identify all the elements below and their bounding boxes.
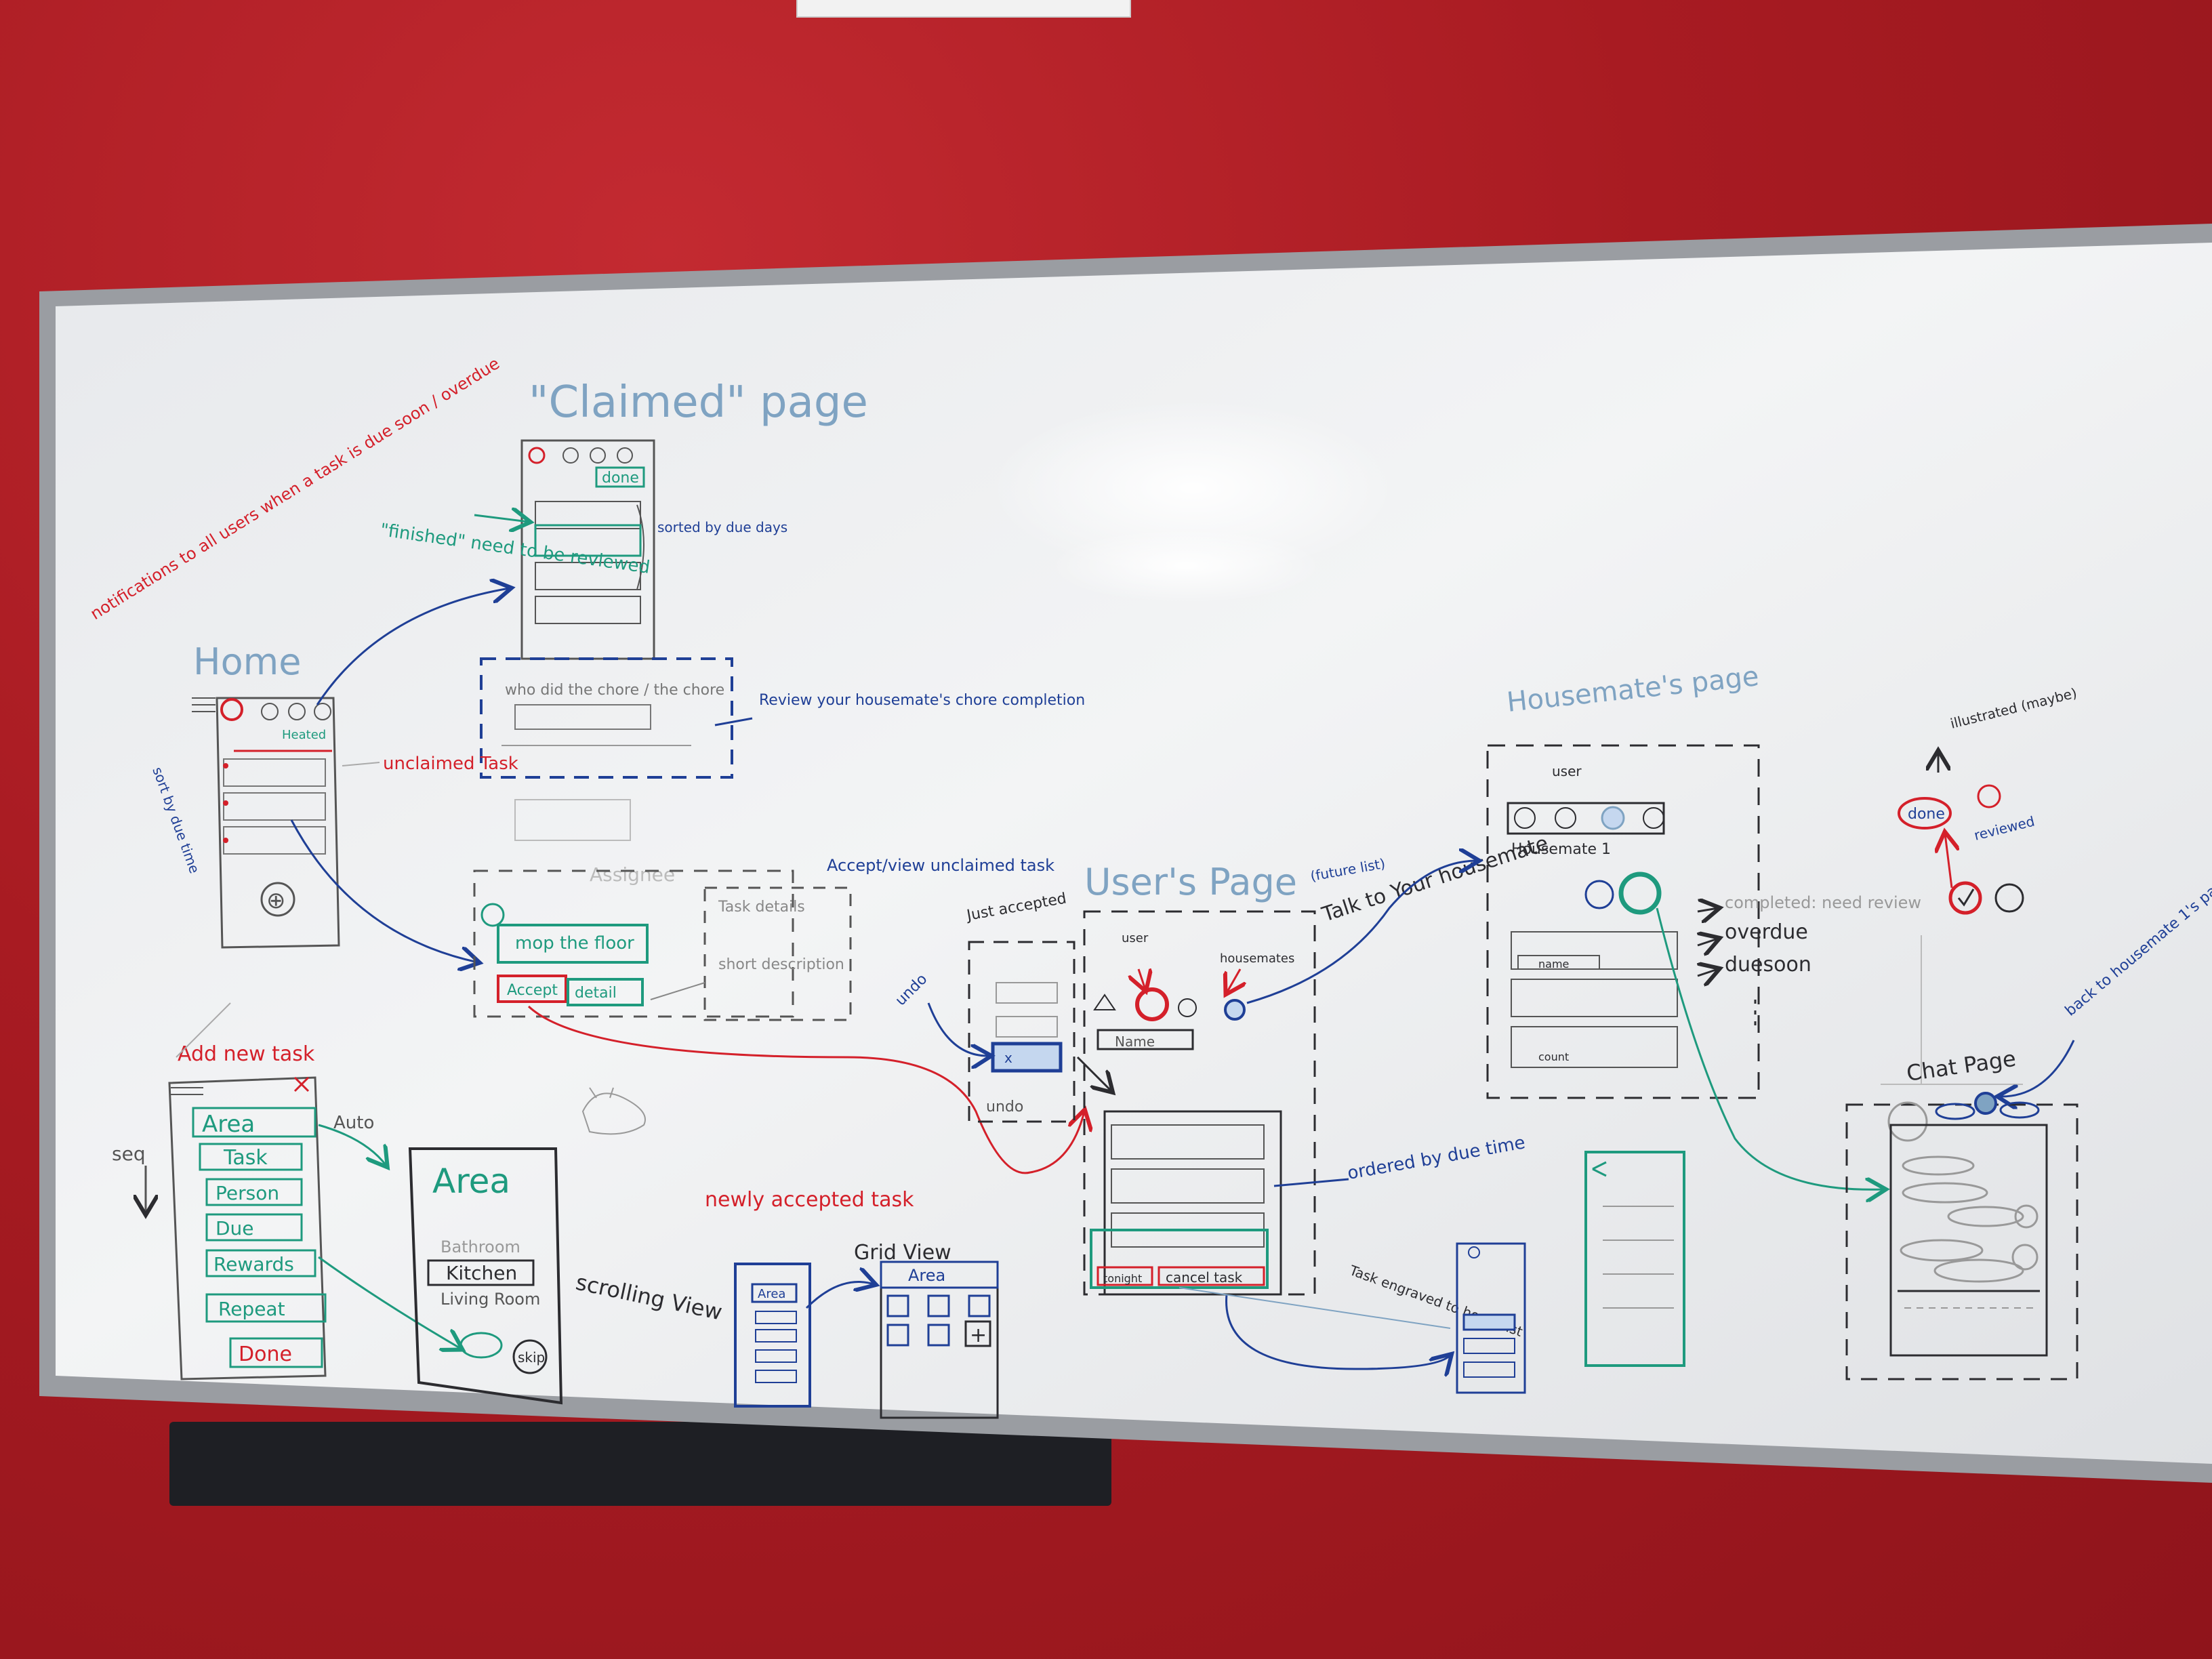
area-sketch: Area Bathroom Kitchen Living Room skip s… [408, 1087, 724, 1405]
accept-sketch: Assignee Accept/view unclaimed task mop … [473, 856, 1084, 1174]
add-task-sketch: Add new task Area Task Person Due Reward… [112, 1002, 461, 1380]
accept-task-name: mop the floor [515, 933, 634, 954]
undo-x: x [1004, 1050, 1012, 1066]
paper-sheet [796, 0, 1131, 18]
add-task-field-rewards: Rewards [213, 1253, 294, 1275]
auto-note: Auto [333, 1113, 374, 1133]
accept-button-label: Accept [507, 982, 558, 999]
claimed-done-tab: done [602, 470, 639, 487]
home-add-icon: ⊕ [266, 887, 286, 914]
housemate-label: housemates [1220, 951, 1294, 966]
area-title: Area [432, 1162, 510, 1201]
housemate-user-label: user [1552, 763, 1582, 779]
light-glare [989, 400, 1396, 576]
list-view-sketch: Area [734, 1263, 874, 1408]
add-task-field-task: Task [223, 1146, 268, 1170]
area-option-bathroom: Bathroom [441, 1237, 520, 1256]
housemate-status-duesoon: duesoon [1725, 953, 1811, 977]
detail-title: Task details [718, 899, 805, 916]
add-task-field-repeat: Repeat [218, 1298, 285, 1320]
housemate-status-overdue: overdue [1725, 920, 1808, 944]
home-title: Home [193, 640, 301, 683]
area-skip: skip [518, 1349, 545, 1366]
user-name-field: Name [1115, 1033, 1155, 1050]
marker-tray [169, 1422, 1111, 1506]
seq-note: seq [112, 1143, 146, 1165]
review-box-text: who did the chore / the chore [505, 682, 724, 699]
user-label: user [1122, 931, 1149, 945]
housemate-row-label-2: count [1538, 1050, 1569, 1063]
review-done-tag: done [1908, 806, 1945, 823]
detail-description: short description [718, 956, 844, 973]
just-undo-label-2: undo [986, 1099, 1023, 1115]
housemate-status-review: completed: need review [1725, 893, 1921, 912]
grid-view-sketch: Grid View Area + [854, 1241, 999, 1419]
add-task-title: Add new task [178, 1042, 315, 1066]
grid-add-icon: + [970, 1324, 987, 1347]
area-option-living-room: Living Room [441, 1290, 540, 1309]
add-task-field-done: Done [239, 1343, 292, 1366]
grid-view-area-label: Area [908, 1266, 945, 1285]
home-tab-label: Heated [282, 728, 326, 742]
sorted-note: sorted by due days [657, 519, 787, 535]
user-cancel-task: cancel task [1166, 1269, 1243, 1286]
review-note: Review your housemate's chore completion [759, 692, 1085, 709]
detail-button-label: detail [575, 985, 617, 1002]
grid-view-title: Grid View [854, 1241, 951, 1265]
add-task-field-due: Due [216, 1217, 254, 1240]
accept-faint-label: Assignee [590, 863, 675, 886]
unclaimed-note: unclaimed Task [383, 754, 518, 774]
list-view-area-label: Area [758, 1287, 785, 1301]
newly-note: newly accepted task [705, 1188, 914, 1212]
user-page-title: User's Page [1084, 861, 1297, 903]
area-option-kitchen: Kitchen [446, 1262, 517, 1284]
housemate-sub-label: Housemate 1 [1511, 841, 1611, 858]
accept-header: Accept/view unclaimed task [827, 856, 1054, 875]
whiteboard-surface [56, 243, 2212, 1464]
add-task-field-area: Area [202, 1111, 255, 1138]
claimed-title: "Claimed" page [529, 377, 868, 428]
user-row-left: tonight [1103, 1272, 1142, 1285]
add-task-field-person: Person [216, 1182, 279, 1204]
light-glare [1050, 529, 1322, 603]
housemate-row-label: name [1538, 958, 1569, 970]
